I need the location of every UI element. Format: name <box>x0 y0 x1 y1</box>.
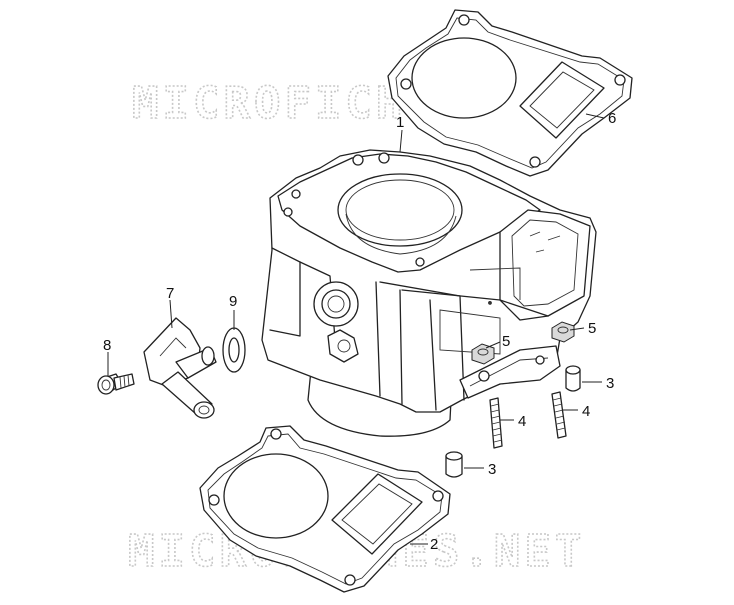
callout-5b: 5 <box>588 320 596 337</box>
callout-4b: 4 <box>582 403 590 420</box>
dowel-pin-right <box>565 365 581 392</box>
casting-mark: ● <box>484 299 495 306</box>
callout-2: 2 <box>430 536 438 553</box>
callout-6: 6 <box>608 110 616 127</box>
leader-5b <box>569 327 585 331</box>
cylinder-block: ● <box>261 149 597 437</box>
callout-4a: 4 <box>518 413 526 430</box>
nut-left <box>471 343 495 365</box>
bottom-gasket <box>199 425 451 593</box>
leader-5a <box>485 341 501 349</box>
stud-right <box>551 391 567 439</box>
o-ring <box>222 327 246 373</box>
nut-right <box>551 321 575 343</box>
callout-5a: 5 <box>502 333 510 350</box>
callout-8: 8 <box>103 337 111 354</box>
callout-1: 1 <box>396 114 404 131</box>
stud-left <box>489 397 503 449</box>
callout-7: 7 <box>166 285 174 302</box>
dowel-pin-bottom <box>445 451 463 478</box>
callout-9: 9 <box>229 293 237 310</box>
leader-1 <box>399 129 403 153</box>
top-gasket <box>387 9 633 177</box>
leader-7 <box>169 299 173 329</box>
callout-3a: 3 <box>606 375 614 392</box>
callout-3b: 3 <box>488 461 496 478</box>
leader-6 <box>585 113 605 119</box>
bolt <box>97 373 135 395</box>
water-pipe <box>143 317 217 419</box>
